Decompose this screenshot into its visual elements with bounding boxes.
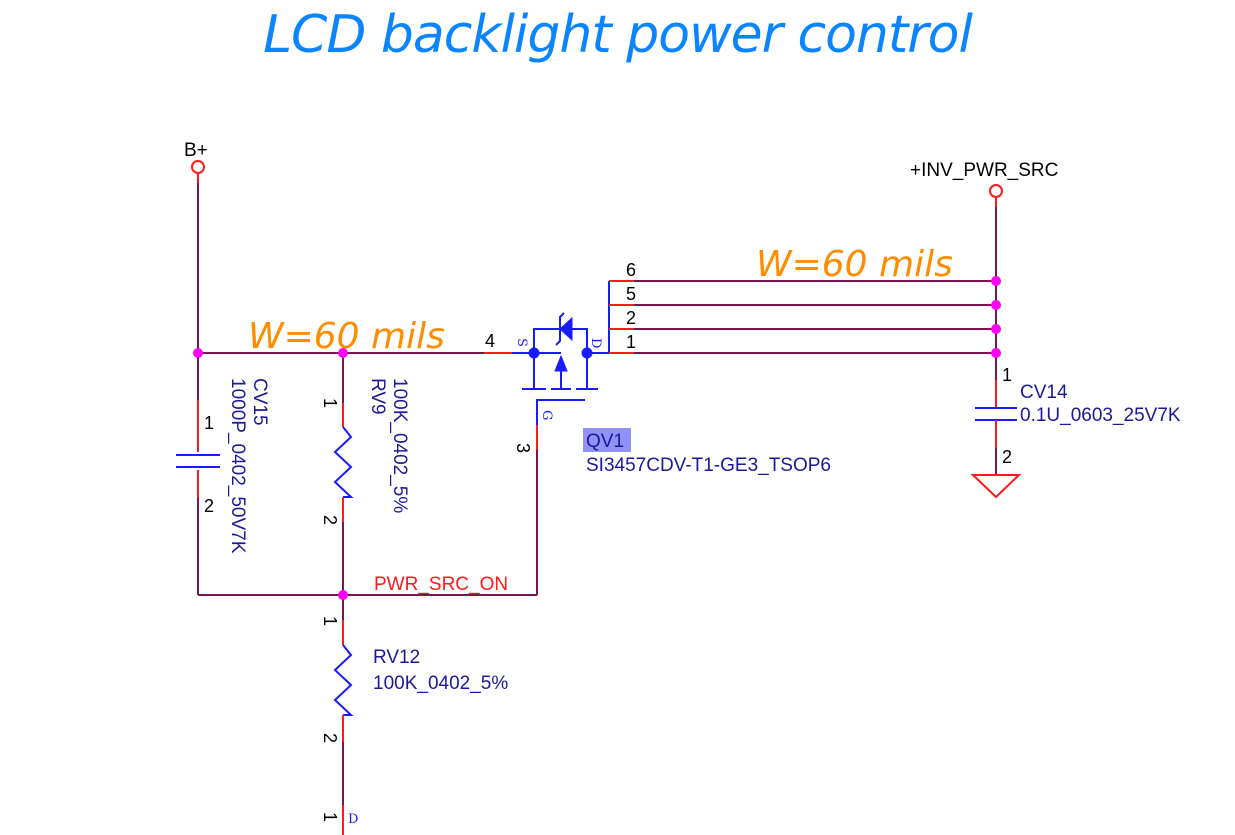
- schematic-title: LCD backlight power control: [263, 5, 973, 65]
- inv-pwr-src-port-circle: [989, 184, 1003, 198]
- qv1-drain-pin-2: 2: [626, 308, 636, 328]
- junction-drain-5: [991, 300, 1001, 310]
- capacitor-cv15[interactable]: 1 2 CV15 1000P_0402_50V7K: [176, 353, 270, 595]
- qv1-drain-pin-5: 5: [626, 284, 636, 304]
- cv15-pin2-number: 2: [204, 496, 214, 516]
- cv14-pin2-number: 2: [1002, 447, 1012, 467]
- rv9-pin2-number: 2: [320, 515, 340, 525]
- junction-drain-1: [991, 348, 1001, 358]
- b-plus-label: B+: [184, 140, 208, 161]
- cv15-ref: CV15: [249, 378, 270, 426]
- qv1-ref-highlight: [583, 428, 631, 452]
- qv1-source-pin-number: 4: [485, 331, 495, 351]
- rv9-zigzag: [333, 426, 354, 498]
- bottom-component-pin[interactable]: 1 D: [320, 805, 358, 835]
- junction-bplus: [193, 348, 203, 358]
- rv12-value: 100K_0402_5%: [373, 673, 508, 694]
- qv1-value: SI3457CDV-T1-GE3_TSOP6: [586, 455, 831, 476]
- cv14-ref: CV14: [1020, 382, 1068, 403]
- qv1-gate-label: G: [539, 410, 554, 420]
- qv1-gate-pin-number: 3: [513, 443, 533, 453]
- junction-pwr-src-on: [338, 590, 348, 600]
- bottom-pin1-number: 1: [320, 812, 340, 822]
- qv1-zener-bar: [555, 312, 565, 346]
- mosfet-qv1[interactable]: 4 S G 3 D 6 5 2: [484, 260, 831, 476]
- trace-width-annotation-right: W=60 mils: [756, 244, 953, 285]
- qv1-ref: QV1: [586, 431, 624, 452]
- cv15-value: 1000P_0402_50V7K: [227, 378, 248, 554]
- rv9-value: 100K_0402_5%: [389, 378, 410, 513]
- resistor-rv9[interactable]: 1 2 RV9 100K_0402_5%: [320, 353, 410, 595]
- junction-drain-2: [991, 324, 1001, 334]
- cv15-pin1-number: 1: [204, 413, 214, 433]
- qv1-source-label: S: [514, 338, 529, 347]
- cv14-value: 0.1U_0603_25V7K: [1020, 405, 1181, 426]
- junction-drain-6: [991, 276, 1001, 286]
- bottom-pin-label-d: D: [348, 812, 358, 827]
- cv14-pin1-number: 1: [1002, 365, 1012, 385]
- capacitor-cv14[interactable]: 1 2 CV14 0.1U_0603_25V7K: [975, 365, 1181, 474]
- b-plus-power-port[interactable]: B+: [184, 140, 208, 183]
- b-plus-port-circle: [191, 160, 205, 174]
- qv1-body-arrow: [554, 354, 568, 372]
- rv12-pin1-number: 1: [320, 616, 340, 626]
- resistor-rv12[interactable]: 1 2 RV12 100K_0402_5%: [320, 595, 508, 805]
- junction-rv9-top: [338, 348, 348, 358]
- rv12-zigzag: [333, 644, 354, 716]
- qv1-drain-pin-6: 6: [626, 260, 636, 280]
- rv9-ref: RV9: [367, 378, 388, 415]
- qv1-body-diode-triangle: [559, 316, 573, 342]
- inv-pwr-src-power-port[interactable]: +INV_PWR_SRC: [910, 160, 1058, 207]
- qv1-drain-label: D: [588, 338, 603, 348]
- net-label-pwr-src-on[interactable]: PWR_SRC_ON: [374, 574, 508, 595]
- rv9-pin1-number: 1: [320, 398, 340, 408]
- ground-icon: [970, 474, 1022, 499]
- qv1-drain-pin-1: 1: [626, 332, 636, 352]
- inv-pwr-src-label: +INV_PWR_SRC: [910, 160, 1058, 181]
- rv12-pin2-number: 2: [320, 733, 340, 743]
- qv1-gate-plate: [536, 399, 585, 425]
- rv12-ref: RV12: [373, 647, 420, 668]
